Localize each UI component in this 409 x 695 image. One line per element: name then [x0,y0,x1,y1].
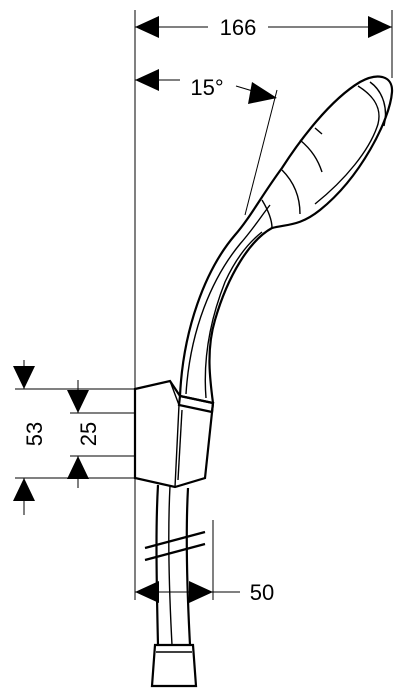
mount-height-label: 25 [76,422,101,446]
extension-lines [15,10,393,600]
dimension-hose-width: 50 [135,580,274,605]
dimension-angle: 15° [135,69,278,216]
wall-holder [133,379,215,489]
angle-label: 15° [190,75,223,100]
hose-end-nut [150,643,198,688]
dimension-mount-height: 25 [67,380,101,488]
holder-height-label: 53 [22,422,47,446]
dimension-overall-width: 166 [135,15,392,40]
hose [144,484,206,646]
hose-width-label: 50 [250,580,274,605]
dimension-holder-height: 53 [13,360,47,515]
overall-width-label: 166 [220,15,257,40]
hand-shower [177,75,394,414]
